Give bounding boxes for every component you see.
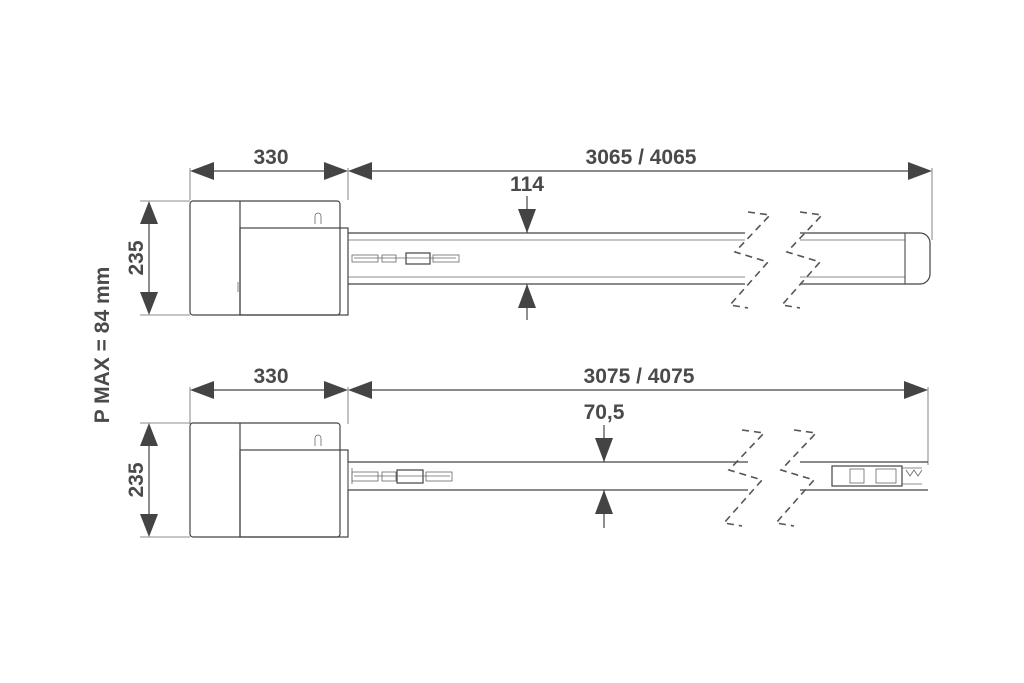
bottom-rail-break-marks — [722, 429, 818, 527]
top-motor-height-dimension: 235 — [125, 200, 190, 316]
top-motor-width-label: 330 — [253, 146, 288, 169]
top-motor-housing — [189, 200, 349, 316]
top-rail — [348, 232, 931, 285]
bottom-rail — [348, 461, 928, 491]
bottom-motor-width-dimension: 330 — [189, 365, 349, 424]
top-rail-height-dimension: 114 — [510, 173, 544, 320]
side-label: P MAX = 84 mm — [91, 267, 114, 424]
bottom-motor-housing — [189, 422, 349, 538]
top-opener: 330 3065 / 4065 235 — [125, 146, 933, 320]
top-rail-break-marks — [728, 211, 824, 309]
bottom-motor-width-label: 330 — [253, 365, 288, 388]
top-rail-length-label: 3065 / 4065 — [586, 146, 697, 169]
bottom-rail-length-label: 3075 / 4075 — [584, 365, 695, 388]
top-motor-width-dimension: 330 — [189, 146, 349, 200]
bottom-motor-height-label: 235 — [125, 462, 148, 497]
bottom-motor-height-dimension: 235 — [125, 422, 190, 538]
top-motor-height-label: 235 — [125, 240, 148, 275]
top-rail-length-dimension: 3065 / 4065 — [348, 146, 933, 240]
bottom-rail-height-label: 70,5 — [584, 401, 625, 424]
bottom-rail-length-dimension: 3075 / 4075 — [348, 365, 929, 465]
top-rail-height-label: 114 — [510, 173, 544, 196]
bottom-rail-height-dimension: 70,5 — [584, 401, 625, 528]
bottom-opener: 330 3075 / 4075 235 — [125, 365, 929, 538]
